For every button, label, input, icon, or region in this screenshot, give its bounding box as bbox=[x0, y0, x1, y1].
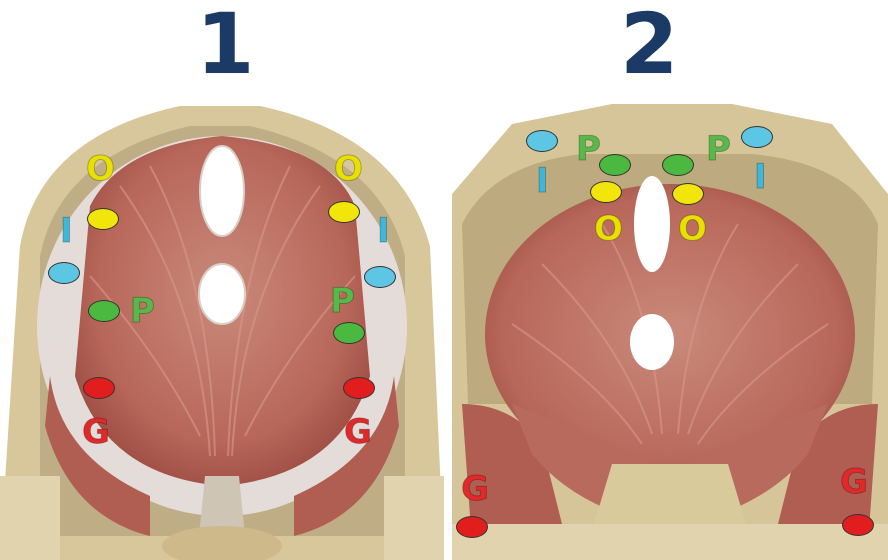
panel-1-marker-p-left bbox=[88, 300, 120, 322]
panel-2-label-p-right: P bbox=[706, 132, 731, 166]
panel-2-label-o-right: O bbox=[678, 212, 707, 246]
panel-2-label-p-left: P bbox=[576, 132, 601, 166]
panel-2-label-i-right: I bbox=[754, 160, 767, 194]
panel-2-marker-g-left bbox=[456, 516, 488, 538]
panel-2-marker-o-right bbox=[672, 183, 704, 205]
panel-1-marker-g-left bbox=[83, 377, 115, 399]
panel-2-marker-p-left bbox=[599, 154, 631, 176]
panel-1-marker-o-left bbox=[87, 208, 119, 230]
panel-1-label-p-left: P bbox=[130, 294, 155, 328]
panel-1-label-g-left: G bbox=[82, 415, 110, 449]
panel-1-label-p-right: P bbox=[330, 284, 355, 318]
panel-1-marker-o-right bbox=[328, 201, 360, 223]
panel-1-marker-g-right bbox=[343, 377, 375, 399]
panel-2-label-o-left: O bbox=[594, 212, 623, 246]
panel-1-label-o-left: O bbox=[86, 152, 115, 186]
panel-1-label-g-right: G bbox=[344, 415, 372, 449]
panel-2-title: 2 bbox=[620, 2, 678, 86]
panel-1-marker-p-right bbox=[333, 322, 365, 344]
pelvis-view-1-image bbox=[0, 96, 444, 560]
panel-2-marker-o-left bbox=[590, 181, 622, 203]
panel-1-label-i-right: I bbox=[377, 214, 390, 248]
panel-1-label-o-right: O bbox=[334, 152, 363, 186]
panel-1-marker-i-left bbox=[48, 262, 80, 284]
panel-2-marker-p-right bbox=[662, 154, 694, 176]
panel-1-title: 1 bbox=[196, 2, 254, 86]
panel-2-label-g-left: G bbox=[461, 472, 489, 506]
panel-1-marker-i-right bbox=[364, 266, 396, 288]
panel-1-label-i-left: I bbox=[60, 214, 73, 248]
panel-2-label-i-left: I bbox=[536, 164, 549, 198]
panel-2-marker-g-right bbox=[842, 514, 874, 536]
panel-2-marker-i-left bbox=[526, 130, 558, 152]
panel-1-pelvic-floor-illustration bbox=[0, 96, 444, 560]
panel-2-marker-i-right bbox=[741, 126, 773, 148]
panel-2-label-g-right: G bbox=[840, 465, 868, 499]
